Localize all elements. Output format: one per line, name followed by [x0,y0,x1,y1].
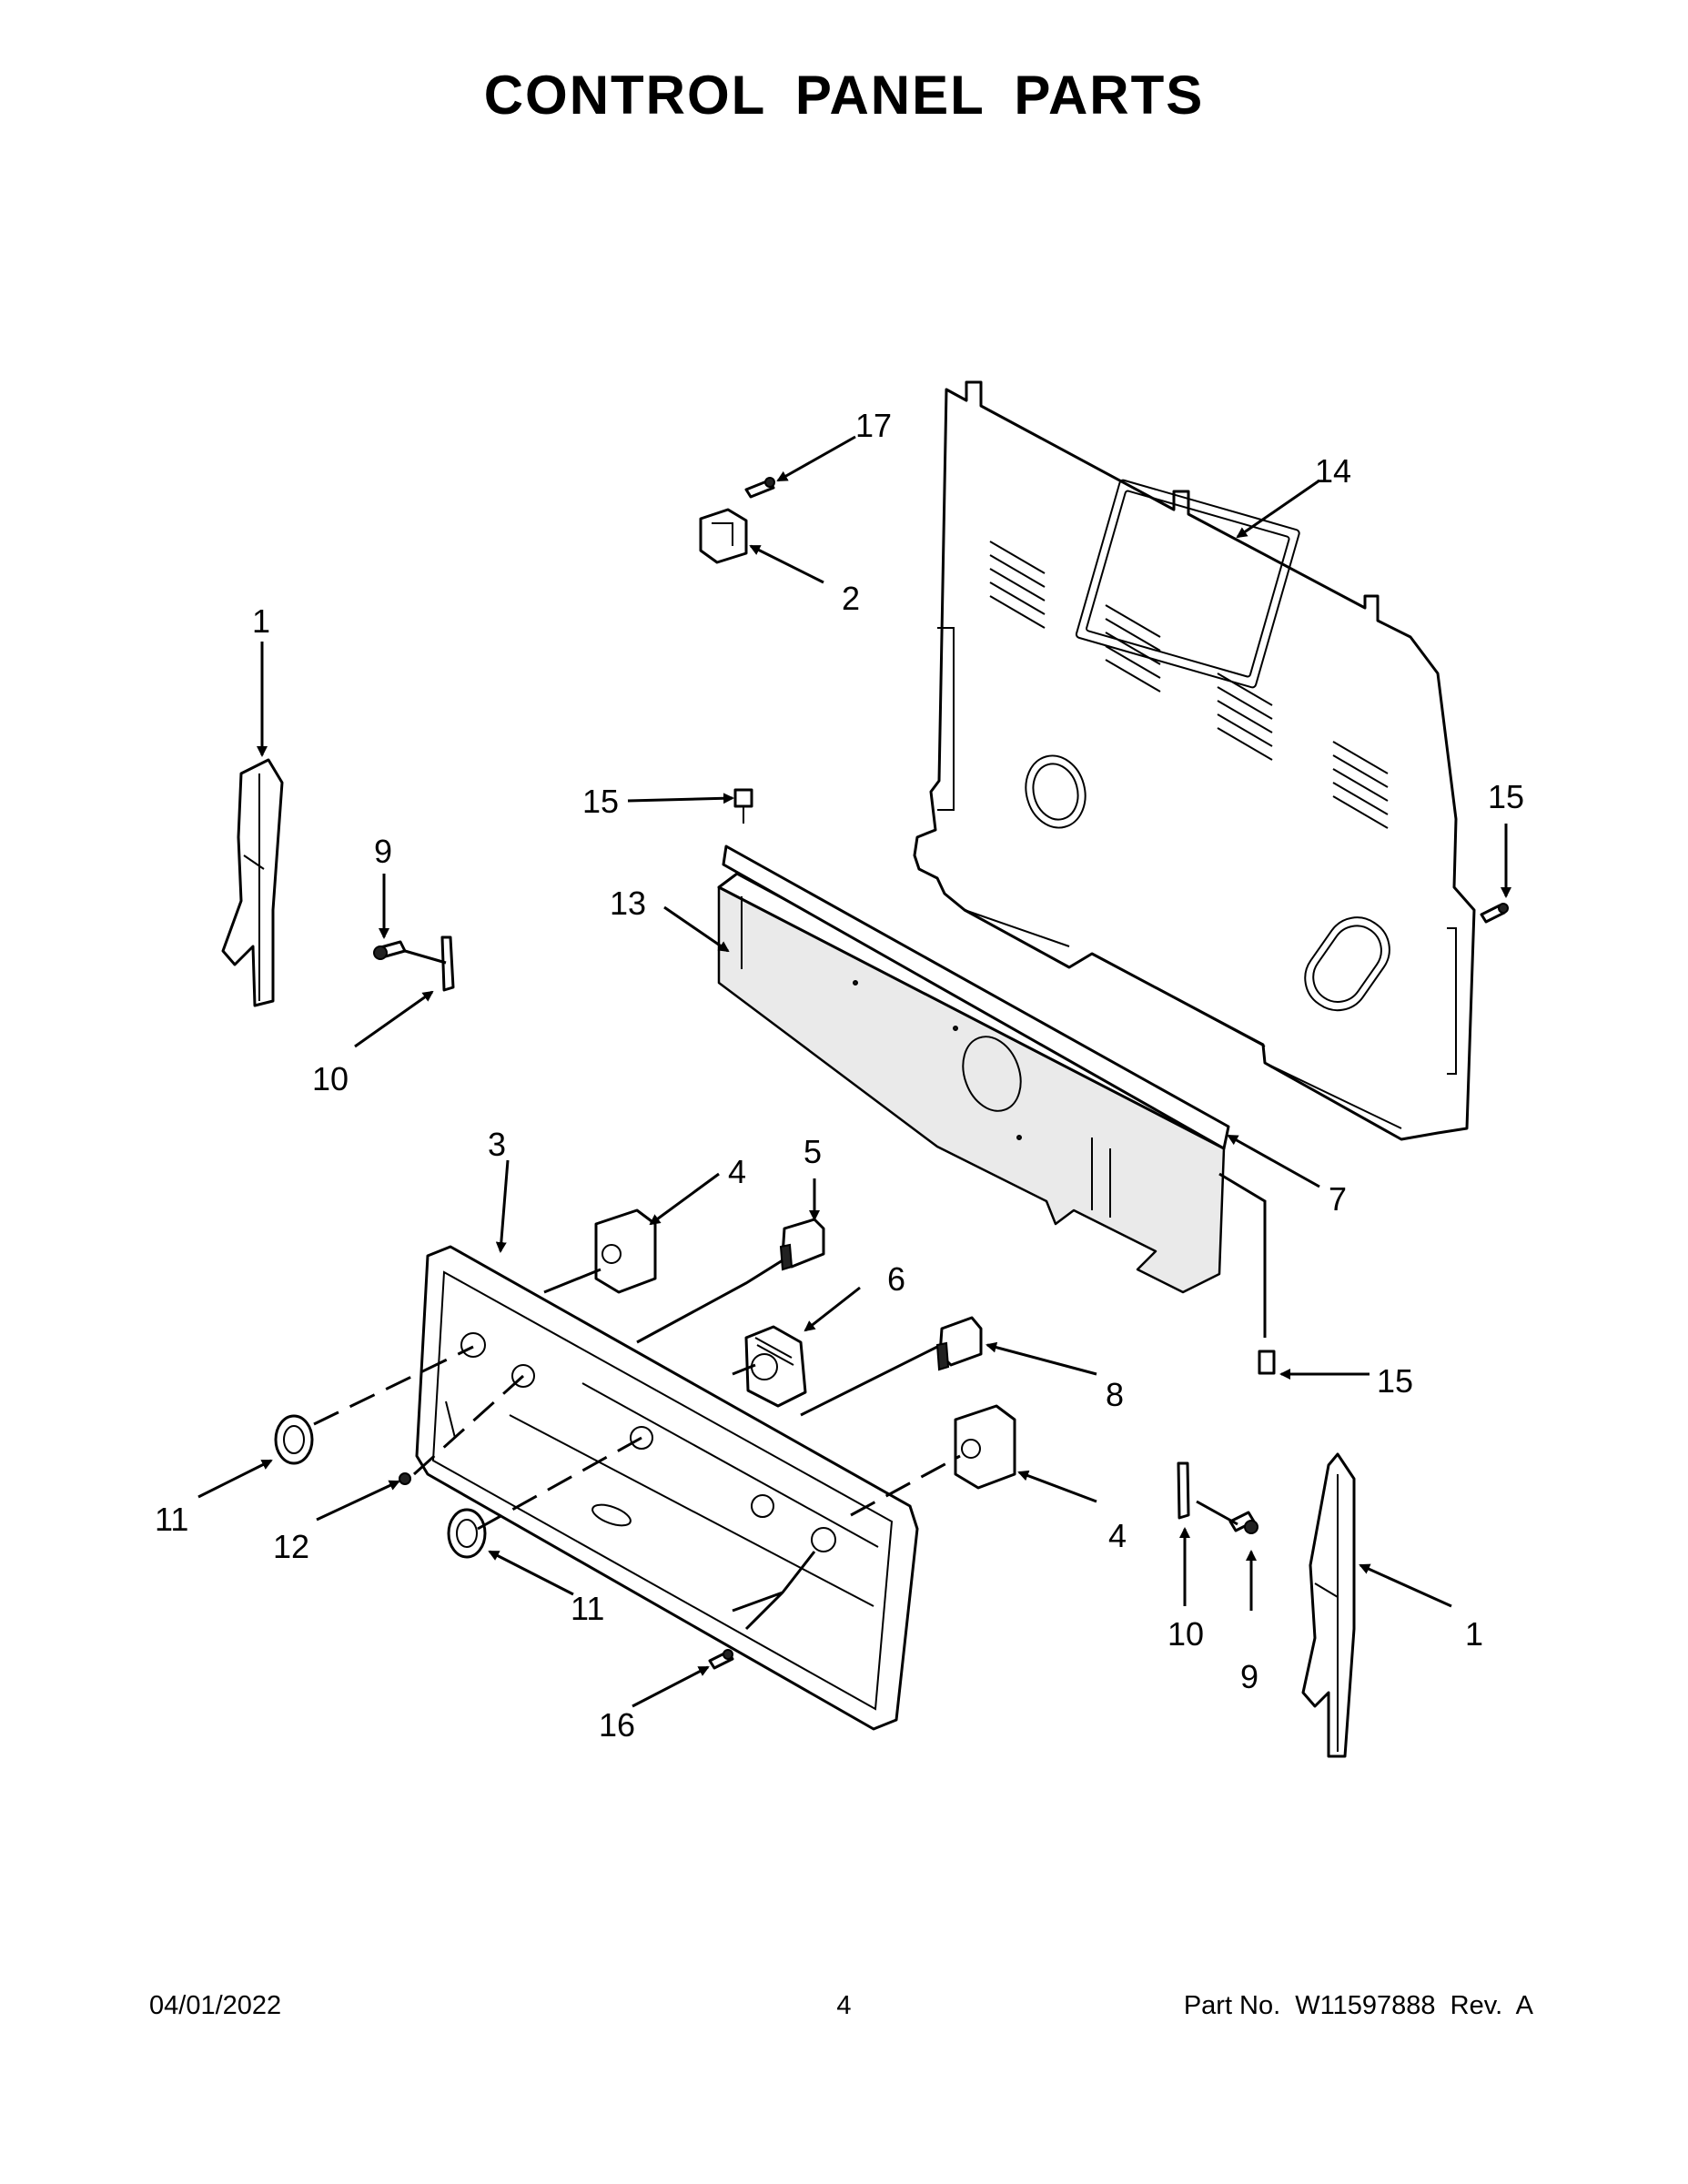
part-15-screw-bottom [1258,1350,1276,1375]
part-10-clip-right [1177,1461,1190,1520]
callout-12: 12 [273,1528,309,1565]
part-12-screw [399,1472,411,1485]
footer-date: 04/01/2022 [149,1991,282,2020]
callout-13: 13 [610,885,646,922]
callout-9-left: 9 [374,833,392,870]
callout-11-right: 11 [571,1590,604,1627]
part-9-screw-right [1228,1511,1258,1534]
callout-4-lower: 4 [1108,1517,1127,1554]
callout-1-left: 1 [252,602,270,640]
callout-15-right: 15 [1488,778,1524,815]
part-11-knob-right [447,1508,487,1559]
part-13-mounting-bracket [717,844,1230,1294]
part-8-switch [935,1316,983,1371]
part-10-clip-left [440,935,455,992]
callout-15-bottom: 15 [1377,1362,1413,1400]
callout-8: 8 [1106,1376,1124,1413]
callout-arrows [197,435,1511,1708]
part-17-screw [744,477,775,499]
part-14-panel-back [913,380,1476,1141]
vent-slots [989,541,1389,829]
callout-17: 17 [855,407,892,444]
part-15-screw-top [733,788,753,824]
callout-4-upper: 4 [728,1153,746,1190]
part-2-bracket-clip [699,508,748,564]
part-16-screw [708,1649,734,1670]
footer-part-number: Part No. W11597888 Rev. A [1183,1991,1533,2020]
callout-10-right: 10 [1167,1615,1204,1653]
part-15-screw-right [1480,903,1509,924]
part-1-side-bracket-left [221,758,284,1007]
part-3-control-panel [415,1245,919,1731]
callout-1-right: 1 [1465,1615,1483,1653]
page-title: CONTROL PANEL PARTS [483,65,1205,126]
part-6-selector-switch [744,1325,807,1408]
part-4-infinite-switch-lower [954,1404,1016,1490]
footer-page-number: 4 [836,1991,852,2020]
part-11-knob-left [274,1414,314,1465]
callout-14: 14 [1315,452,1351,490]
callout-16: 16 [599,1706,635,1744]
callout-3: 3 [488,1126,506,1163]
knob-holes [460,1332,836,1552]
callout-9-right: 9 [1240,1658,1258,1695]
part-5-switch [779,1218,825,1271]
callout-labels: 1 9 10 3 4 5 6 7 8 4 13 14 17 2 15 15 15… [155,407,1524,1744]
callout-6: 6 [887,1260,905,1298]
callout-10-left: 10 [312,1060,349,1097]
callout-11-left: 11 [155,1501,188,1538]
part-4-infinite-switch-upper [594,1208,657,1294]
callout-5: 5 [804,1133,822,1170]
part-1-side-bracket-right [1301,1452,1356,1758]
part-9-screw-left [373,940,407,960]
callout-7: 7 [1329,1180,1347,1218]
assembly-lines [313,949,1267,1631]
callout-15-top: 15 [582,783,619,820]
callout-2: 2 [842,580,860,617]
